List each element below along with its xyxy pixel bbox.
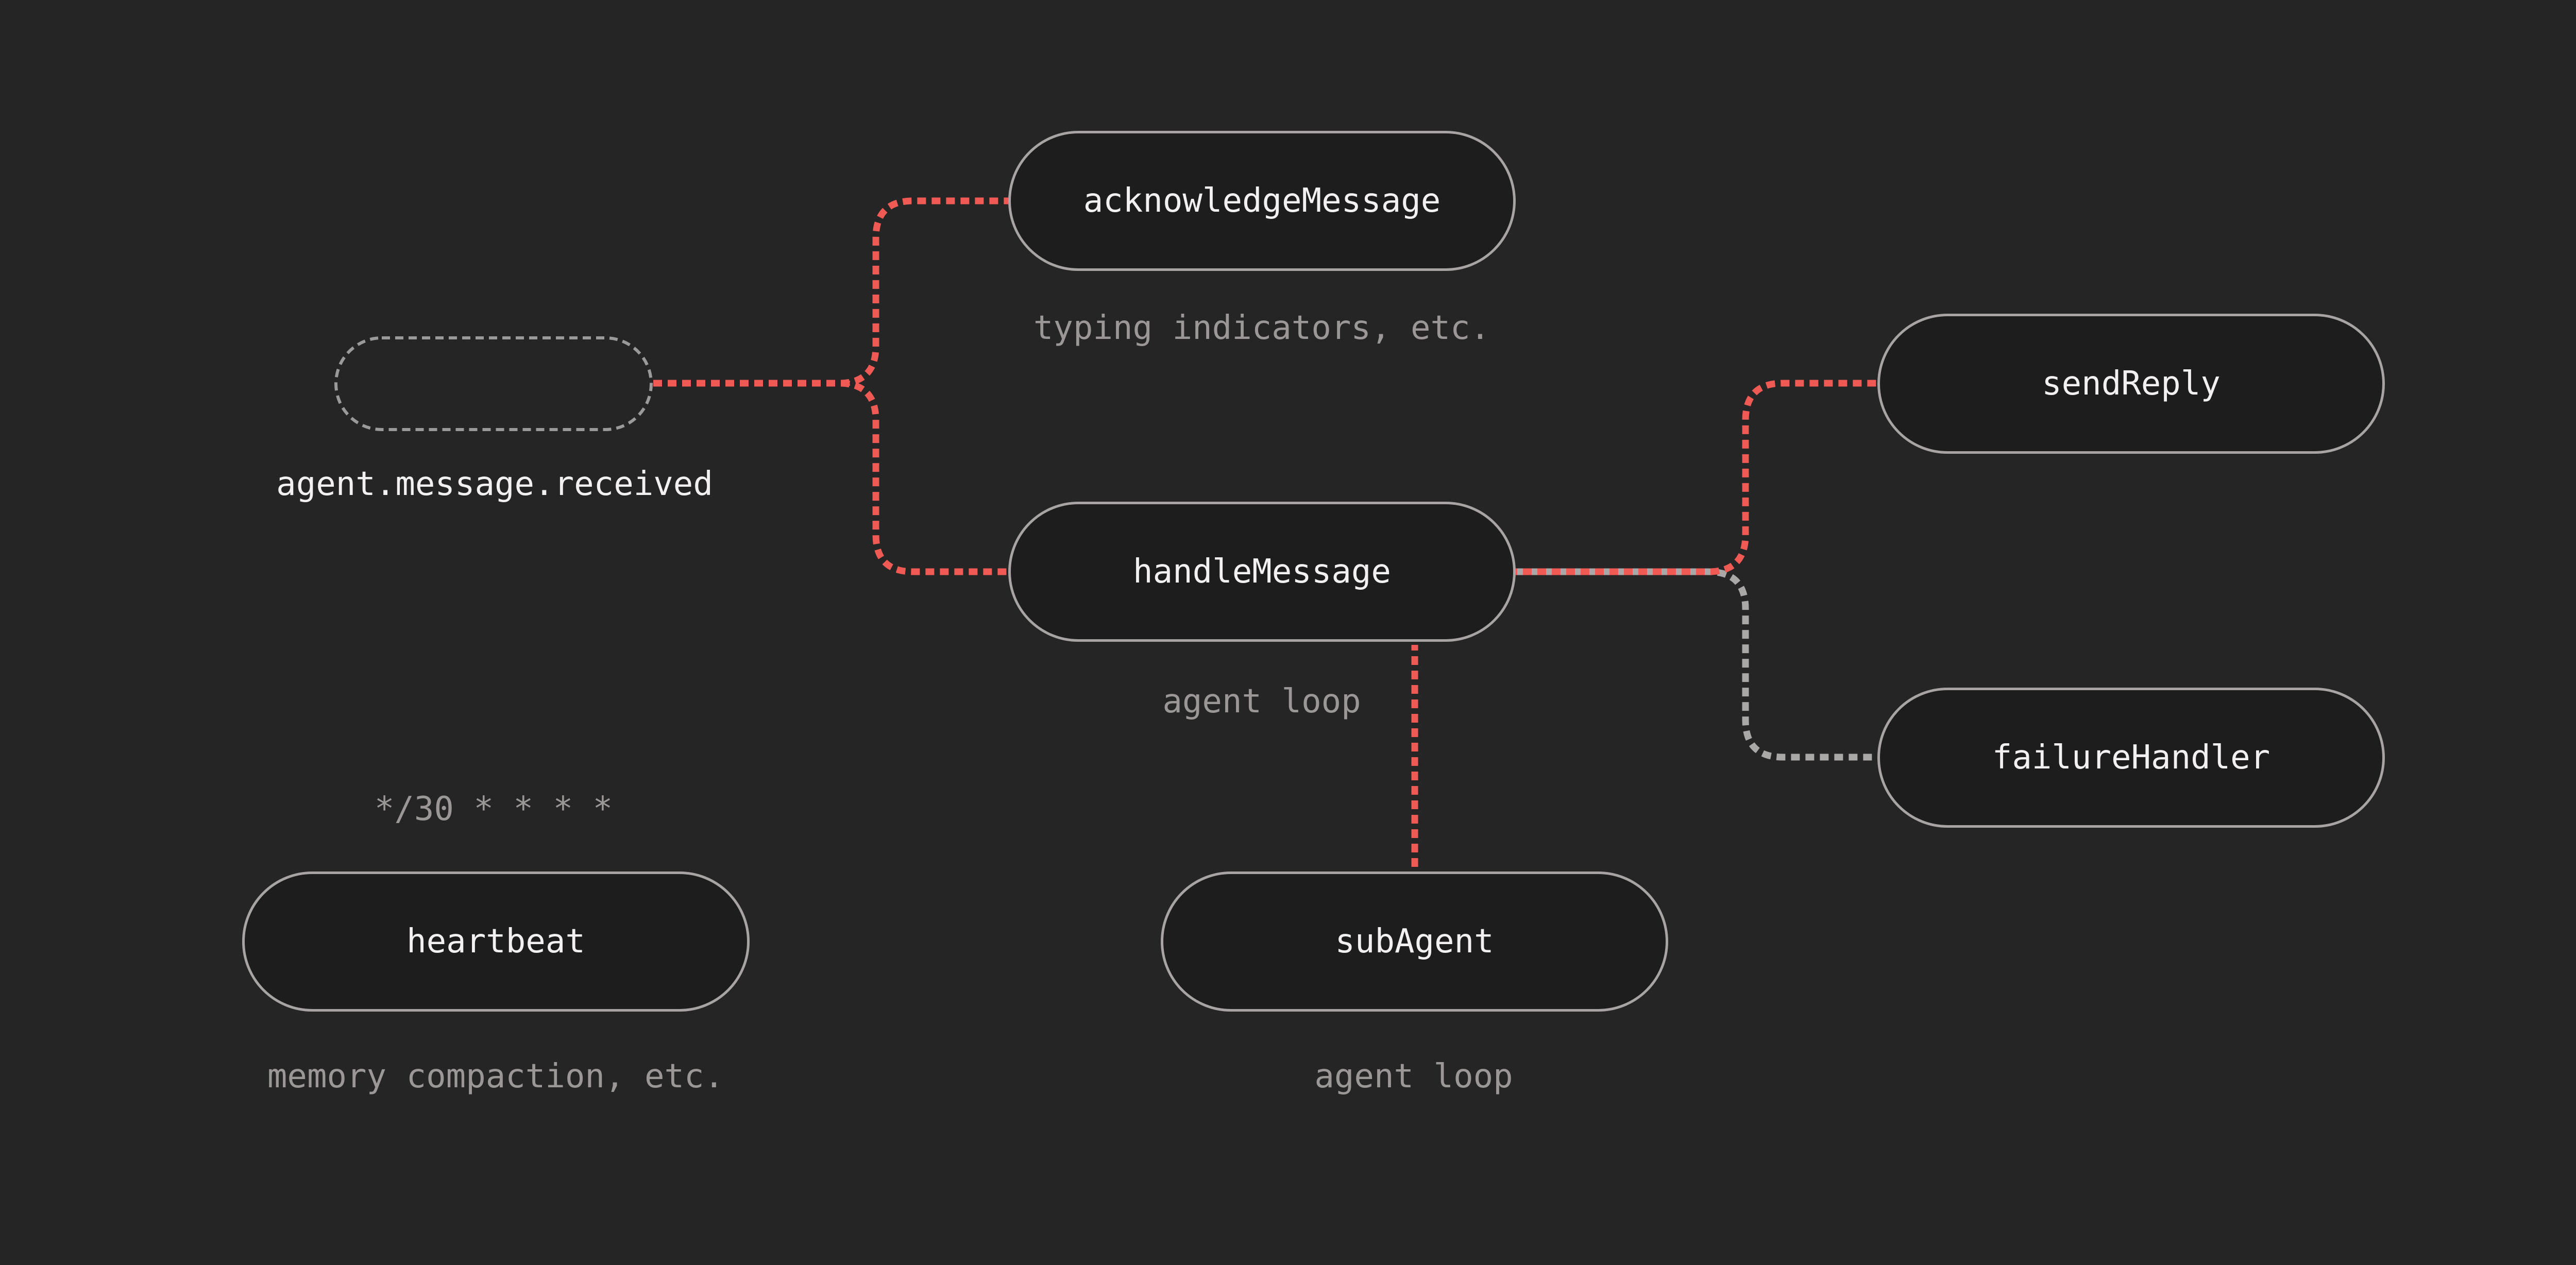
node-handle-message[interactable]: handleMessage (1008, 502, 1516, 642)
node-heartbeat-label: heartbeat (406, 922, 585, 961)
node-acknowledge-message[interactable]: acknowledgeMessage (1008, 131, 1516, 271)
heartbeat-cron-schedule: */30 * * * * (374, 790, 613, 828)
trigger-event-name: agent.message.received (276, 465, 713, 503)
node-trigger-event[interactable] (334, 336, 653, 431)
node-handle-message-label: handleMessage (1133, 553, 1391, 591)
node-acknowledge-message-label: acknowledgeMessage (1083, 182, 1441, 220)
node-send-reply[interactable]: sendReply (1877, 314, 2385, 454)
edge-trigger-handle (653, 380, 1008, 575)
node-heartbeat[interactable]: heartbeat (242, 871, 750, 1012)
caption-acknowledge-message: typing indicators, etc. (1033, 309, 1490, 347)
edge-handle-failurehandler (1516, 568, 1877, 761)
node-failure-handler[interactable]: failureHandler (1877, 688, 2385, 828)
node-sub-agent-label: subAgent (1335, 922, 1494, 961)
caption-handle-message: agent loop (1162, 682, 1361, 721)
edge-handle-sendreply (1516, 380, 1877, 575)
node-sub-agent[interactable]: subAgent (1161, 871, 1668, 1012)
node-send-reply-label: sendReply (2042, 365, 2221, 403)
edge-trigger-acknowledge (653, 197, 1008, 387)
caption-sub-agent: agent loop (1314, 1057, 1513, 1096)
caption-heartbeat: memory compaction, etc. (267, 1057, 724, 1096)
node-failure-handler-label: failureHandler (1992, 739, 2270, 777)
